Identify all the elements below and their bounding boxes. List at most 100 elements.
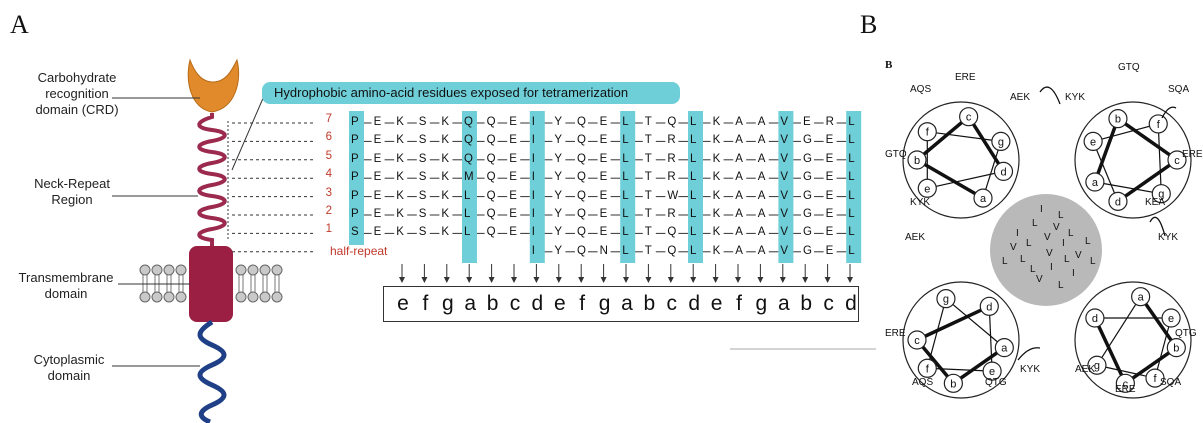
residue: Q	[577, 226, 586, 239]
hydrophobic-column	[778, 111, 794, 263]
residue: A	[757, 116, 766, 128]
residue: S	[418, 152, 427, 165]
residue: L	[690, 189, 697, 202]
outer-residue-label: QTG	[985, 377, 1007, 388]
residue: L	[622, 189, 629, 202]
core-residue: I	[1072, 268, 1075, 279]
residue: K	[441, 208, 450, 220]
residue: L	[848, 226, 855, 239]
residue: I	[531, 116, 535, 128]
residue: G	[803, 134, 812, 147]
helix-position: e	[924, 183, 930, 195]
core-residue: L	[1032, 218, 1038, 229]
heptad-position: e	[710, 292, 723, 315]
residue: I	[531, 226, 535, 239]
residue: V	[780, 171, 789, 184]
residue: G	[803, 226, 812, 239]
helix-position: d	[1000, 166, 1006, 178]
residue: L	[848, 208, 855, 220]
helix-position: c	[966, 112, 972, 124]
residue: A	[735, 171, 743, 184]
residue: Q	[577, 134, 586, 147]
helix-position: c	[914, 335, 920, 347]
residue: E	[373, 116, 382, 128]
helix-position: b	[1173, 343, 1179, 355]
lipid-head	[151, 264, 163, 276]
helix-position: f	[1153, 373, 1157, 385]
residue: Q	[486, 152, 496, 165]
core-residue: V	[1075, 250, 1082, 261]
residue: P	[351, 134, 359, 147]
residue: Q	[577, 171, 586, 184]
residue: V	[780, 208, 789, 220]
helix-position: e	[1090, 136, 1096, 148]
residue: I	[531, 171, 535, 184]
residue: E	[825, 208, 834, 220]
heptad-position: b	[643, 292, 656, 315]
inner-b-label: B	[885, 59, 893, 71]
residue: S	[418, 226, 427, 239]
residue: E	[599, 116, 608, 128]
residue: E	[599, 152, 608, 165]
residue: K	[441, 116, 450, 128]
residue: A	[757, 244, 766, 257]
residue: Y	[554, 152, 563, 165]
residue: L	[622, 134, 629, 147]
hydrophobic-core	[990, 194, 1102, 306]
residue: I	[531, 244, 535, 257]
residue: E	[373, 134, 382, 147]
residue: A	[735, 226, 743, 239]
helix-position: f	[926, 363, 930, 375]
residue: K	[712, 244, 721, 257]
residue: T	[644, 208, 652, 220]
residue: N	[599, 244, 608, 257]
residue: I	[531, 152, 535, 165]
residue: A	[757, 171, 766, 184]
hydrophobic-column	[620, 111, 636, 263]
core-residue: L	[1085, 236, 1091, 247]
residue: Q	[667, 116, 677, 128]
residue: L	[622, 171, 629, 184]
residue: Q	[464, 116, 473, 128]
helix-position: g	[1158, 189, 1164, 201]
helix-position: b	[1115, 114, 1121, 126]
residue: I	[531, 189, 535, 202]
neck-coil	[197, 113, 227, 248]
lipid-head	[259, 291, 271, 303]
heptad-position: d	[531, 292, 544, 315]
residue: T	[644, 152, 652, 165]
residue: Y	[554, 171, 563, 184]
residue: V	[780, 244, 789, 257]
core-residue: I	[1016, 228, 1019, 239]
outer-residue-label: SQA	[1160, 377, 1181, 388]
residue: K	[396, 189, 404, 202]
residue: L	[622, 244, 629, 257]
heptad-position: g	[441, 292, 454, 315]
residue: E	[825, 226, 834, 239]
lipid-head	[139, 291, 151, 303]
residue: Q	[577, 189, 586, 202]
lipid-head	[151, 291, 163, 303]
residue: Q	[577, 116, 586, 128]
residue: K	[396, 208, 404, 220]
residue: K	[396, 134, 404, 147]
residue: R	[667, 171, 676, 184]
residue: T	[644, 116, 652, 128]
residue: A	[735, 134, 743, 147]
residue: A	[735, 244, 743, 257]
residue: Y	[554, 226, 563, 239]
residue: K	[712, 171, 721, 184]
lipid-head	[235, 264, 247, 276]
outer-residue-label: ERE	[1182, 149, 1203, 160]
residue: G	[803, 189, 812, 202]
residue: Y	[554, 116, 563, 128]
residue: M	[464, 171, 474, 184]
residue: L	[690, 208, 697, 220]
heptad-position: g	[598, 292, 611, 315]
core-residue: L	[1026, 238, 1032, 249]
residue: Q	[577, 244, 586, 257]
residue: W	[667, 189, 679, 202]
residue: K	[441, 134, 450, 147]
lipid-head	[163, 291, 175, 303]
